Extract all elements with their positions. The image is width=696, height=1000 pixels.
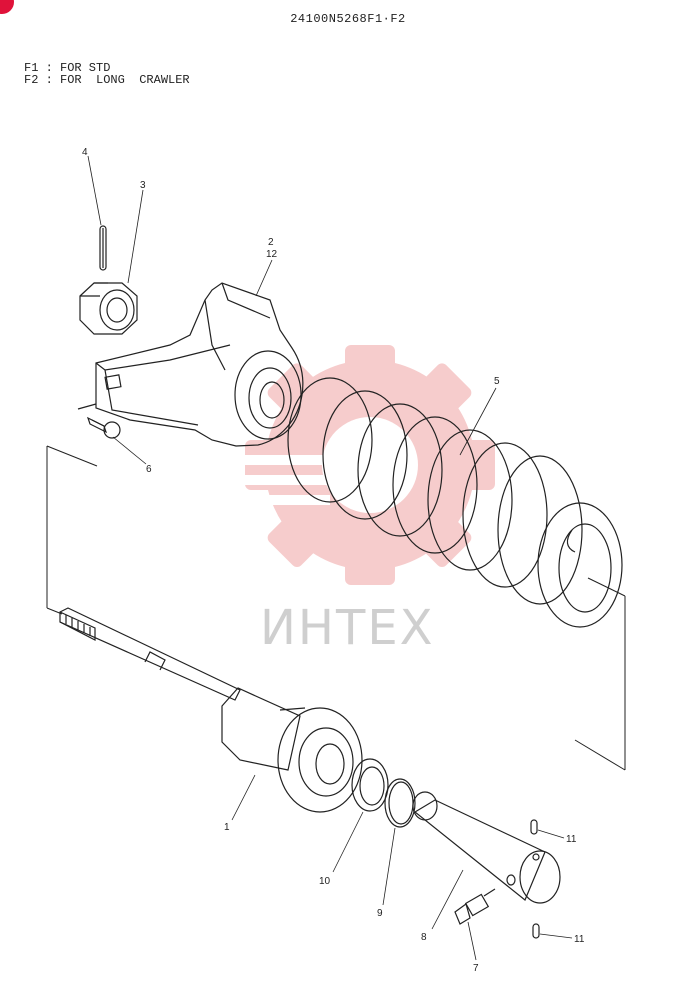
part-11-pin-upper: [530, 819, 538, 835]
callout-11-lower: 11: [574, 934, 585, 945]
part-6-bolt: [86, 416, 121, 439]
watermark-gear-icon: [210, 345, 495, 585]
leader-lines: [87, 155, 573, 961]
part-9-o-ring: [384, 778, 416, 828]
part-4-split-pin: [99, 225, 107, 271]
callout-labels: 4 3 2 12 5 6 1 10 9 8 7 11 11: [82, 147, 585, 974]
callout-12: 12: [266, 249, 278, 260]
part-5-recoil-spring: [287, 377, 623, 628]
part-11-pin-lower: [532, 923, 540, 939]
callout-2: 2: [268, 237, 274, 248]
callout-1: 1: [224, 822, 230, 833]
legend-f1: F1 : FOR STD: [24, 61, 111, 75]
part-3-castle-nut: [79, 282, 138, 335]
watermark-text: ИНТЕХ: [260, 600, 435, 656]
legend: F1 : FOR STD F2 : FOR LONG CRAWLER: [24, 62, 190, 86]
part-1-rod-cylinder: [59, 607, 363, 813]
callout-11-upper: 11: [566, 834, 577, 845]
callout-5: 5: [494, 376, 500, 387]
callout-8: 8: [421, 932, 427, 943]
part-8-pin: [412, 791, 561, 904]
callout-10: 10: [319, 876, 331, 887]
part-7-grease-fitting: [454, 888, 496, 925]
part-10-ring: [351, 758, 389, 812]
callout-4: 4: [82, 147, 88, 158]
diagram-title: 24100N5268F1·F2: [290, 12, 406, 26]
callout-6: 6: [146, 464, 152, 475]
callout-9: 9: [377, 908, 383, 919]
callout-7: 7: [473, 963, 479, 974]
legend-f2: F2 : FOR LONG CRAWLER: [24, 73, 190, 87]
callout-3: 3: [140, 180, 146, 191]
